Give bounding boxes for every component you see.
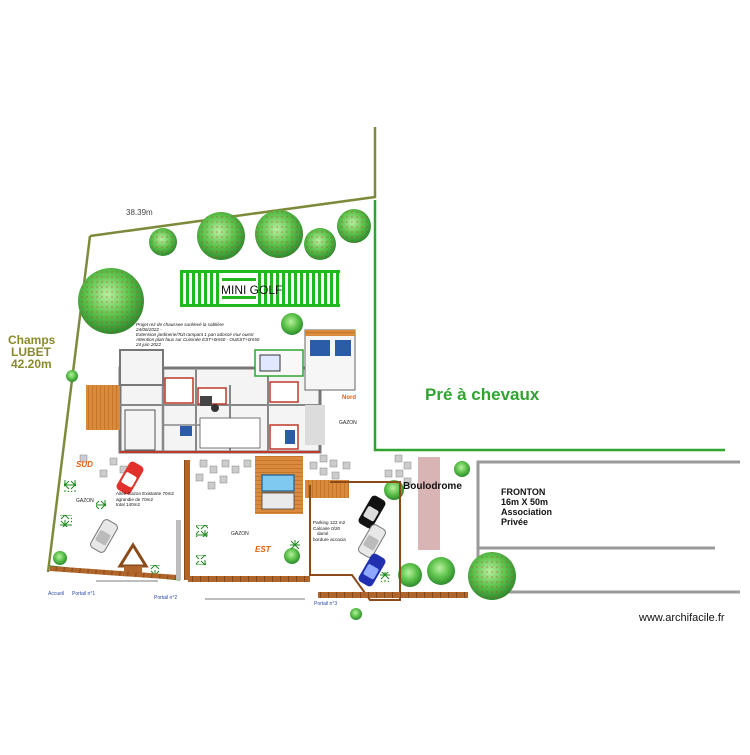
pool-patio: [261, 492, 295, 510]
champs-line-2: LUBET: [11, 345, 51, 359]
parking-line: damé: [317, 531, 329, 536]
portail-3-label: Portail n°3: [314, 601, 338, 607]
dimension-top: 38.39m: [126, 208, 153, 217]
property-boundary: [89, 127, 377, 238]
watermark: www.archifacile.fr: [639, 612, 725, 624]
project-note-line: 24/06/2022 -: [136, 327, 162, 332]
parking-line: bordure accacia: [313, 536, 346, 542]
champs-line-1: Champs: [8, 333, 56, 347]
champs-line-3: 42.20m: [11, 357, 52, 371]
palm-trees: [60, 480, 390, 582]
mini-golf-label: MINI GOLF: [221, 283, 283, 297]
palm-icon: [196, 525, 208, 537]
window-block: [335, 340, 351, 356]
palm-icon: [196, 555, 206, 565]
gazon-label-left: GAZON: [76, 498, 94, 504]
est-label: EST: [255, 545, 271, 554]
fence-strip: [318, 592, 468, 598]
boulodrome-label: Boulodrome: [403, 481, 462, 492]
parking-note: Parking 122 m2 Calcaire 0/20 damé bordur…: [313, 520, 346, 542]
palm-icon: [290, 540, 300, 550]
fronton-label: FRONTON 16m X 50m Association Privée: [501, 487, 552, 527]
fronton-line-1: FRONTON: [501, 487, 546, 497]
fronton-line-3: Association: [501, 507, 553, 517]
car-icon: [358, 524, 386, 558]
fence-strip: [188, 576, 310, 582]
window-block: [310, 340, 330, 356]
tree-icon: [255, 210, 303, 258]
allee-line: agrandie de 70m2: [116, 496, 154, 502]
fence-strip: [184, 460, 190, 580]
sud-label: SUD: [76, 460, 93, 469]
mini-golf-course: [180, 270, 340, 307]
north-east-building: [304, 329, 356, 391]
tree-icon: [281, 313, 303, 335]
champs-label: Champs LUBET 42.20m: [8, 334, 55, 370]
tree-icon: [454, 461, 470, 477]
tree-icon: [350, 608, 362, 620]
fronton-court: [476, 460, 740, 594]
nord-label: Nord: [342, 395, 356, 401]
swimming-pool: [261, 474, 295, 492]
pergola: [305, 480, 349, 498]
trees: [53, 209, 516, 620]
project-note-line: 24 juin 2022: [136, 342, 162, 347]
north-pool: [259, 354, 281, 372]
car-icon: [116, 461, 144, 495]
horse-field-label: Pré à chevaux: [425, 385, 540, 404]
tree-icon: [304, 228, 336, 260]
car-icon: [358, 495, 386, 529]
parking-line: Parking 122 m2: [313, 520, 346, 525]
roof-edge: [305, 330, 355, 336]
project-note-line: Attention plan faux sur Cuisinée EST+0m5…: [136, 337, 260, 342]
palm-icon: [60, 515, 72, 527]
project-note-line: Extension jardinerie/Toit rampant 1 pan …: [136, 332, 254, 337]
tree-icon: [284, 548, 300, 564]
paver-stones: [79, 454, 412, 490]
parking-boundary: [309, 481, 401, 601]
tree-icon: [53, 551, 67, 565]
project-note-line: Projet rez de chaussee surélevé la sabli…: [136, 322, 224, 327]
paths: [96, 520, 305, 600]
portail-2-label: Portail n°2: [154, 595, 178, 601]
gazebo: [117, 542, 149, 576]
tree-icon: [197, 212, 245, 260]
west-deck: [86, 385, 120, 430]
car-icon: [358, 553, 386, 587]
palm-icon: [64, 480, 76, 492]
palm-icon: [150, 565, 160, 575]
allee-note: Allée Gazon Existante 70m2 agrandie de 7…: [116, 491, 174, 508]
tree-icon: [337, 209, 371, 243]
car-icon: [90, 519, 118, 553]
allee-line: Allée Gazon Existante 70m2: [116, 491, 174, 496]
tree-icon: [398, 563, 422, 587]
horse-field-fence: [373, 200, 725, 452]
palm-icon: [96, 500, 106, 510]
portail-1-label: Portail n°1: [72, 591, 96, 597]
palm-icon: [380, 572, 390, 582]
boulodrome-area: [418, 457, 440, 550]
west-annex: [119, 349, 164, 386]
gazon-label-center: GAZON: [231, 531, 249, 537]
tree-icon: [66, 370, 78, 382]
tree-icon: [427, 557, 455, 585]
tree-icon: [468, 552, 516, 600]
tree-icon: [78, 268, 144, 334]
gazon-label-right: GAZON: [339, 420, 357, 426]
north-shed: [305, 405, 325, 445]
west-annex-room: [124, 409, 156, 451]
fronton-line-2: 16m X 50m: [501, 497, 549, 507]
fronton-line-4: Privée: [501, 517, 529, 527]
accueil-label: Accueil: [48, 591, 65, 597]
allee-line: total 140m2: [116, 502, 141, 507]
parking-line: Calcaire 0/20: [313, 525, 341, 531]
fence-strip: [49, 566, 180, 581]
tree-icon: [149, 228, 177, 256]
project-notes: Projet rez de chaussee surélevé la sabli…: [136, 322, 259, 347]
